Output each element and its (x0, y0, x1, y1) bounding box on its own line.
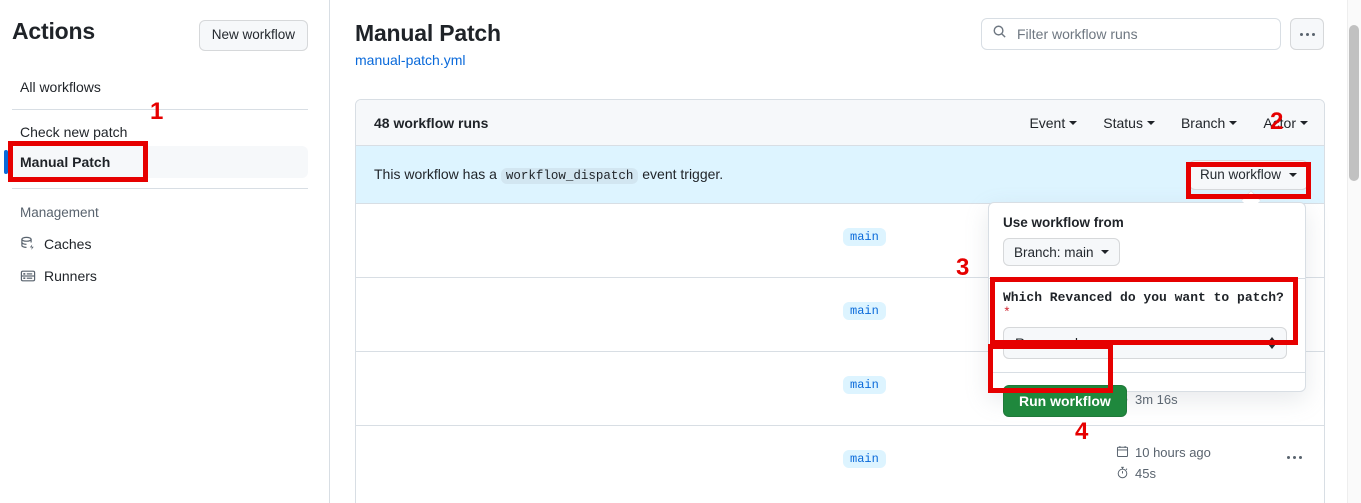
filter-label: Event (1029, 114, 1066, 131)
chevron-down-icon (1146, 120, 1155, 125)
branch-badge[interactable]: main (843, 376, 886, 394)
sidebar-title: Actions (12, 18, 95, 44)
workflow-file-link[interactable]: manual-patch.yml (355, 52, 466, 68)
sidebar-section-management: Management (20, 205, 99, 220)
sidebar-divider-1 (12, 109, 308, 110)
search-input[interactable] (1015, 25, 1270, 43)
sidebar-item-label: Check new patch (20, 124, 128, 140)
table-row[interactable]: main 10 hours ago (356, 426, 1324, 500)
sidebar-item-label: Runners (44, 268, 97, 284)
run-timestamp-text: 10 hours ago (1135, 445, 1211, 460)
sort-selector-icon (1268, 337, 1276, 349)
page-scrollbar-thumb[interactable] (1349, 25, 1359, 181)
run-duration-text: 45s (1135, 466, 1156, 481)
run-workflow-button-label: Run workflow (1199, 167, 1281, 182)
sidebar: Actions New workflow All workflows Check… (0, 0, 330, 503)
table-row[interactable]: main 3m 16s (356, 352, 1324, 426)
filter-status[interactable]: Status (1103, 115, 1155, 131)
new-workflow-button[interactable]: New workflow (198, 20, 308, 51)
chevron-down-icon (1289, 172, 1297, 177)
sidebar-item-manual-patch[interactable]: Manual Patch (4, 146, 308, 178)
kebab-horizontal-icon (1299, 32, 1303, 36)
sidebar-item-label: All workflows (20, 79, 101, 95)
workflow-runs-header: 48 workflow runs Event Status Branch (356, 100, 1324, 146)
chevron-down-icon (1229, 120, 1238, 125)
run-duration: 45s (1116, 463, 1266, 484)
sidebar-item-check-new-patch[interactable]: Check new patch (12, 116, 308, 148)
branch-badge[interactable]: main (843, 450, 886, 468)
run-duration-text: 3m 16s (1135, 392, 1178, 407)
kebab-horizontal-icon (1287, 456, 1290, 459)
workflow-input-label: Which Revanced do you want to patch? * (1003, 290, 1291, 320)
runner-icon (20, 268, 36, 284)
use-workflow-from-section: Use workflow from Branch: main (989, 203, 1305, 279)
sidebar-header: Actions New workflow (12, 18, 308, 52)
dispatch-prefix: This workflow has a (374, 166, 497, 182)
filter-branch[interactable]: Branch (1180, 114, 1238, 131)
run-workflow-dropdown-panel: Use workflow from Branch: main Which Rev… (988, 202, 1306, 417)
filter-label: Actor (1263, 114, 1296, 131)
main-content: Manual Patch manual-patch.yml 48 workflo… (331, 0, 1349, 503)
annotation-number-4: 4 (1075, 418, 1089, 445)
run-meta: 10 hours ago 45s (1116, 442, 1266, 484)
submit-section: Run workflow (989, 373, 1305, 429)
annotation-number-1: 1 (150, 98, 164, 125)
filter-event[interactable]: Event (1029, 114, 1078, 131)
revanced-select-value: Revanced (1015, 335, 1079, 351)
table-row[interactable]: main (356, 204, 1324, 278)
row-more-options-button[interactable] (1287, 456, 1302, 459)
filter-label: Status (1103, 114, 1143, 131)
dispatch-event-code: workflow_dispatch (500, 168, 639, 184)
sidebar-divider-2 (12, 188, 308, 189)
branch-badge[interactable]: main (843, 228, 886, 246)
chevron-down-icon (1100, 250, 1109, 254)
run-timestamp: 10 hours ago (1116, 442, 1266, 463)
table-row[interactable]: main (356, 278, 1324, 352)
annotation-number-2: 2 (1270, 108, 1284, 135)
cache-icon (20, 236, 36, 252)
filters-group: Event Status Branch Actor (1029, 115, 1308, 131)
workflow-dispatch-banner: This workflow has a workflow_dispatch ev… (356, 146, 1324, 204)
search-icon (992, 24, 1007, 44)
branch-badge[interactable]: main (843, 302, 886, 320)
run-workflow-submit-button[interactable]: Run workflow (1003, 385, 1127, 417)
revanced-select[interactable]: Revanced (1003, 327, 1287, 359)
more-options-button[interactable] (1290, 18, 1324, 50)
kebab-horizontal-icon (1305, 32, 1309, 36)
dispatch-suffix: event trigger. (642, 166, 724, 182)
required-marker: * (1003, 305, 1011, 320)
page-title: Manual Patch (355, 20, 501, 46)
kebab-horizontal-icon (1311, 32, 1315, 36)
annotation-number-3: 3 (956, 254, 970, 281)
kebab-horizontal-icon (1293, 456, 1296, 459)
stopwatch-icon (1116, 466, 1129, 482)
filter-actor[interactable]: Actor (1263, 115, 1308, 131)
filter-label: Branch (1180, 114, 1226, 131)
branch-selector-label: Branch: main (1014, 244, 1094, 260)
filter-workflow-runs-searchbar[interactable] (981, 18, 1281, 50)
kebab-horizontal-icon (1299, 456, 1302, 459)
sidebar-item-caches[interactable]: Caches (12, 228, 308, 260)
use-workflow-from-label: Use workflow from (1003, 215, 1124, 230)
sidebar-item-label: Manual Patch (20, 154, 111, 170)
dispatch-banner-text: This workflow has a workflow_dispatch ev… (374, 166, 724, 184)
chevron-down-icon (1069, 120, 1078, 125)
sidebar-item-all-workflows[interactable]: All workflows (12, 71, 308, 103)
branch-selector-button[interactable]: Branch: main (1003, 238, 1120, 266)
chevron-down-icon (1300, 120, 1308, 125)
sidebar-item-runners[interactable]: Runners (12, 260, 308, 292)
calendar-icon (1116, 445, 1129, 461)
run-workflow-dropdown-button[interactable]: Run workflow (1188, 159, 1308, 190)
workflow-input-section: Which Revanced do you want to patch? * R… (989, 279, 1305, 373)
sidebar-item-label: Caches (44, 236, 92, 252)
workflow-input-label-text: Which Revanced do you want to patch? (1003, 290, 1284, 305)
workflow-runs-count: 48 workflow runs (374, 114, 489, 131)
